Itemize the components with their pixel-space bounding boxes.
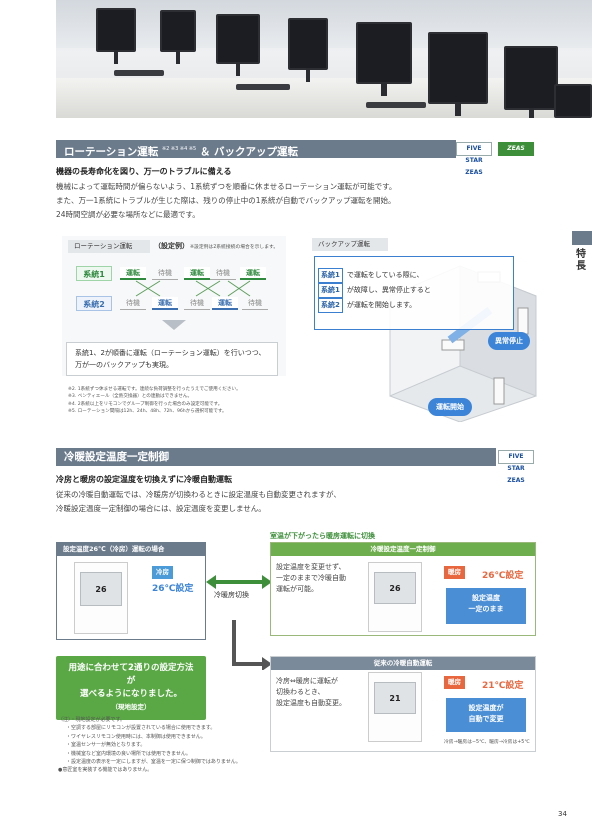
temp-constant-result: 設定温度 一定のまま	[446, 588, 526, 624]
rotation-example-note: ※設定例は2系統接続の場合を示します。	[190, 245, 279, 250]
section1-paragraph: 機械によって運転時間が偏らないよう、1系統ずつを順番に休ませるローテーション運転…	[56, 182, 397, 219]
rotation-cross-arrows	[135, 280, 251, 297]
heating-temp-2: 21℃設定	[482, 681, 524, 691]
backup-tab: バックアップ運転	[312, 238, 388, 251]
section2-notes: （注）・現地設定が必要です。 ・空調する部屋にリモコンが設置されている場合に使用…	[58, 717, 241, 774]
rotation-notes: ※2. 1系統ずつ休ませる運転です。連続な負荷調整を行ったうえでご使用ください。…	[68, 387, 241, 415]
page-number: 34	[558, 810, 567, 818]
controller-3-screen: 21	[374, 682, 416, 714]
controller-1-screen: 26	[80, 572, 122, 606]
constant-control-desc: 設定温度を変更せず、 一定のままで冷暖自動 運転が可能。	[276, 563, 346, 593]
rotation-down-arrow	[162, 320, 186, 330]
switch-label: 冷暖房切換	[214, 591, 249, 599]
side-tab-text: 特長	[576, 249, 586, 272]
controller-2-screen: 26	[374, 572, 416, 604]
section1-title: ローテーション運転	[64, 146, 159, 158]
section1-title-tail: ＆ バックアップ運転	[199, 146, 299, 158]
row1-cell-3: 運転	[184, 267, 210, 280]
switch-arrows	[206, 575, 272, 670]
section2-subheading: 冷房と暖房の設定温度を切換えずに冷暖自動運転	[56, 475, 232, 484]
row1-cell-5: 運転	[240, 267, 266, 280]
conventional-auto-desc: 冷房⇔暖房に運転が 切換わるとき、 設定温度も自動変更。	[276, 677, 346, 707]
two-methods-callout: 用途に合わせて2通りの設定方法が 選べるようになりました。 （現地設定）	[56, 656, 206, 720]
top-caption: 室温が下がったら暖房運転に切換	[270, 532, 375, 540]
hero-photo	[56, 0, 592, 118]
system2-label: 系統2	[76, 296, 112, 311]
row1-cell-1: 運転	[120, 267, 146, 280]
section2-title: 冷暖設定温度一定制御	[64, 451, 169, 463]
backup-explain-box	[314, 256, 514, 330]
cooling-26-head: 設定温度26℃（冷房）運転の場合	[57, 543, 205, 556]
heating-mode-tag-1: 暖房	[444, 566, 465, 579]
section1-subheading: 機器の長寿命化を図り、万一のトラブルに備える	[56, 167, 232, 176]
rotation-explain: 系統1、2が順番に運転（ローテーション運転）を行いつつ、 万が一のバックアップも…	[66, 342, 278, 376]
rotation-tab: ローテーション運転	[68, 240, 150, 253]
row2-cell-3: 待機	[184, 297, 210, 310]
row2-cell-4: 運転	[212, 297, 238, 310]
system1-label: 系統1	[76, 266, 112, 281]
section1-title-bar: ローテーション運転 ※2 ※3 ※4 ※5 ＆ バックアップ運転	[56, 140, 456, 158]
constant-control-head: 冷暖設定温度一定制御	[271, 543, 535, 556]
section1-title-sup: ※2 ※3 ※4 ※5	[161, 146, 197, 152]
five-star-badge-2: FIVE STAR ZEAS	[498, 450, 534, 484]
conventional-auto-head: 従来の冷暖自動運転	[271, 657, 535, 670]
cooling-temp: 26℃設定	[152, 584, 194, 594]
row1-cell-4: 待機	[210, 267, 236, 280]
abnormal-stop-label: 異常停止	[488, 332, 530, 350]
row2-cell-1: 待機	[120, 297, 146, 310]
temp-change-footnote: 冷房→暖房は−5℃、暖房→冷房は+5℃	[444, 740, 530, 745]
operation-start-label: 運転開始	[428, 398, 472, 416]
heating-temp-1: 26℃設定	[482, 571, 524, 581]
temp-auto-change-result: 設定温度が 自動で変更	[446, 698, 526, 732]
row2-cell-5: 待機	[242, 297, 268, 310]
heating-mode-tag-2: 暖房	[444, 676, 465, 689]
zeas-badge: ZEAS	[498, 142, 534, 156]
five-star-badge: FIVE STAR ZEAS	[456, 142, 492, 176]
row1-cell-2: 待機	[152, 267, 178, 280]
section2-paragraph: 従来の冷暖自動運転では、冷暖房が切換わるときに設定温度も自動変更されますが、 冷…	[56, 490, 341, 513]
side-tab-marker	[572, 231, 592, 245]
row2-cell-2: 運転	[152, 297, 178, 310]
cooling-mode-tag: 冷房	[152, 566, 173, 579]
rotation-example: （設定例）	[154, 242, 189, 250]
section2-title-bar: 冷暖設定温度一定制御	[56, 448, 496, 466]
